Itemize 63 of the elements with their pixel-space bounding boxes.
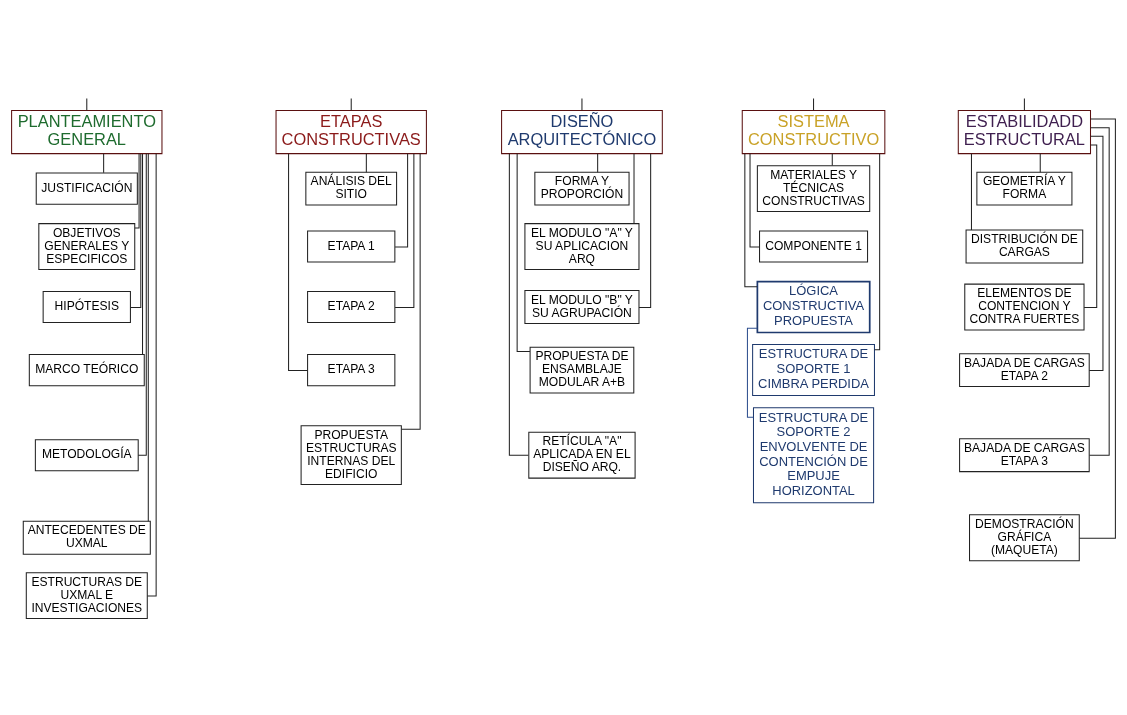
connector [874, 152, 881, 350]
connector [394, 152, 409, 247]
connector [749, 152, 760, 247]
node-box: GEOMETRÍA Y FORMA [976, 171, 1073, 206]
connector [597, 152, 599, 173]
node-box: MATERIALES Y TÉCNICAS CONSTRUCTIVAS [756, 164, 871, 212]
connector [130, 152, 142, 308]
connector [103, 152, 105, 173]
connector [394, 152, 415, 308]
connector [1088, 135, 1104, 371]
connector [813, 97, 815, 111]
connector [134, 152, 140, 228]
node-box: ESTRUCTURAS DE UXMAL E INVESTIGACIONES [25, 571, 148, 619]
connector [746, 327, 758, 418]
node-box: METODOLOGÍA [34, 438, 139, 471]
connector [1078, 118, 1116, 539]
connector [1023, 97, 1025, 111]
connector [516, 152, 531, 352]
node-box: ESTRUCTURA DE SOPORTE 1 CIMBRA PERDIDA [752, 343, 875, 396]
connector [508, 152, 529, 456]
connector [365, 152, 367, 173]
connector [288, 153, 308, 371]
node-box: EL MODULO "B" Y SU AGRUPACIÓN [524, 289, 640, 324]
node-box: HIPÓTESIS [42, 290, 131, 323]
node-box: DISTRIBUCIÓN DE CARGAS [965, 229, 1084, 263]
node-box: ESTABILIDADD ESTRUCTURAL [957, 109, 1092, 154]
node-box: PLANTEAMIENTO GENERAL [11, 109, 163, 154]
node-box: FORMA Y PROPORCIÓN [534, 171, 630, 206]
connector [401, 152, 421, 430]
node-box: ANTECEDENTES DE UXMAL [22, 520, 151, 555]
connector [146, 152, 157, 597]
node-box: DISEÑO ARQUITECTÓNICO [501, 109, 663, 154]
node-box: COMPONENTE 1 [759, 229, 869, 263]
node-box: ESTRUCTURA DE SOPORTE 2 ENVOLVENTE DE CONTENCIÓN DE EMPUJE HORIZONTAL [752, 406, 875, 503]
connector [1089, 126, 1110, 456]
connector [350, 97, 352, 111]
connector [970, 152, 972, 230]
node-box: BAJADA DE CARGAS ETAPA 2 [959, 352, 1090, 387]
connector [633, 152, 635, 224]
node-box: JUSTIFICACIÓN [35, 172, 138, 205]
node-box: ETAPA 2 [307, 290, 396, 323]
node-box: EL MODULO "A" Y SU APLICACION ARQ [524, 222, 640, 270]
node-box: ETAPA 1 [307, 229, 396, 263]
node-box: LÓGICA CONSTRUCTIVA PROPUESTA [756, 280, 871, 333]
connector [142, 152, 144, 355]
connector [1039, 152, 1041, 173]
node-box: PROPUESTA ESTRUCTURAS INTERNAS DEL EDIFICIO [300, 424, 402, 485]
node-box: BAJADA DE CARGAS ETAPA 3 [959, 437, 1090, 472]
node-box: ANÁLISIS DEL SITIO [305, 171, 398, 206]
connector [1083, 143, 1098, 308]
node-box: PROPUESTA DE ENSAMBLAJE MODULAR A+B [529, 346, 635, 393]
node-box: MARCO TEÓRICO [28, 353, 145, 386]
connector [86, 97, 88, 111]
connector [147, 152, 149, 522]
node-box: ELEMENTOS DE CONTENCION Y CONTRA FUERTES [964, 283, 1085, 330]
connector [831, 152, 833, 166]
node-box: RETÍCULA "A" APLICADA EN EL DISEÑO ARQ. [528, 431, 636, 479]
node-box: SISTEMA CONSTRUCTIVO [741, 109, 886, 154]
node-box: OBJETIVOS GENERALES Y ESPECIFICOS [38, 222, 136, 270]
node-box: DEMOSTRACIÓN GRÁFICA (MAQUETA) [969, 513, 1080, 561]
connector [137, 152, 147, 456]
node-box: ETAPA 3 [307, 353, 396, 386]
node-box: ETAPAS CONSTRUCTIVAS [275, 109, 427, 154]
